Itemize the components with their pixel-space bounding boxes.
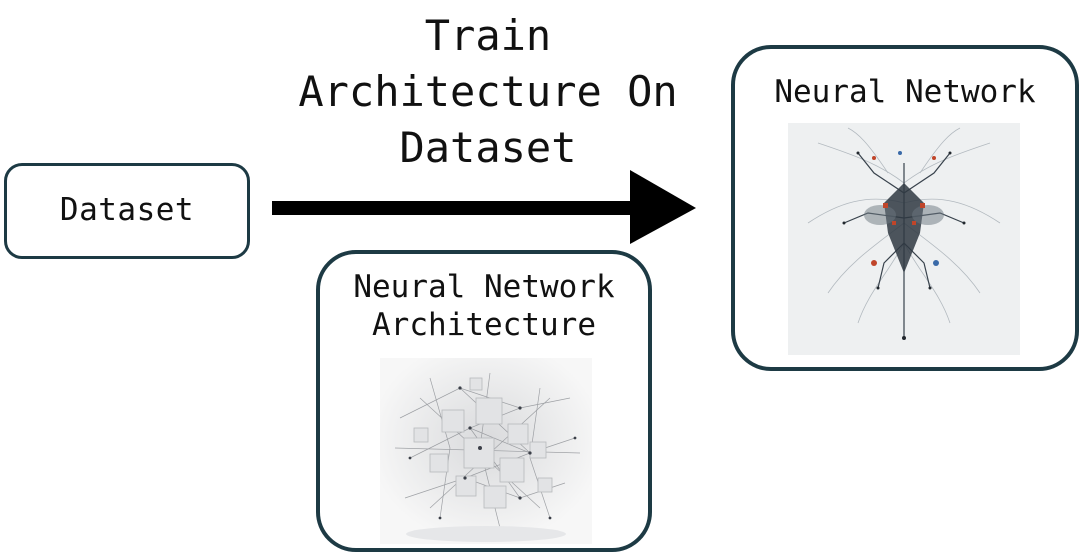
neural-network-node: Neural Network (731, 45, 1079, 371)
dataset-label: Dataset (59, 192, 195, 228)
architecture-node: Neural Network Architecture (316, 250, 652, 552)
flow-arrow (272, 170, 696, 244)
architecture-sketch-icon (380, 358, 592, 544)
arrow-head (630, 170, 696, 244)
neural-network-image (788, 123, 1020, 355)
architecture-image (380, 358, 592, 544)
neural-network-illustration-icon (788, 123, 1020, 355)
neural-network-title: Neural Network (774, 74, 1036, 110)
architecture-title: Neural Network Architecture (353, 269, 615, 343)
train-step-label: Train Architecture On Dataset (298, 11, 678, 172)
dataset-node: Dataset (4, 163, 250, 259)
